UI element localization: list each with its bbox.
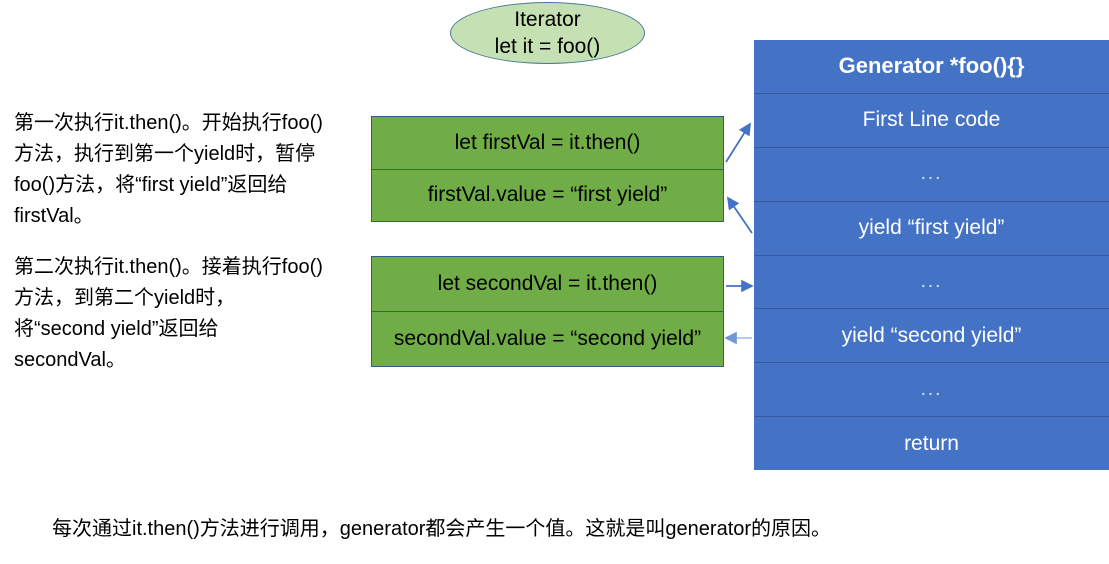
note-second-call: 第二次执行it.then()。接着执行foo()方法，到第二个yield时，将“… bbox=[14, 256, 323, 371]
generator-row-yield-second: yield “second yield” bbox=[754, 308, 1109, 362]
first-call-value: firstVal.value = “first yield” bbox=[372, 168, 723, 222]
second-call-value: secondVal.value = “second yield” bbox=[372, 311, 723, 366]
generator-row-first-line: First Line code bbox=[754, 92, 1109, 147]
arrow-first-yield-to-first-value bbox=[726, 196, 753, 234]
iterator-ellipse: Iterator let it = foo() bbox=[450, 2, 645, 64]
note-first-call: 第一次执行it.then()。开始执行foo()方法，执行到第一个yield时，… bbox=[14, 112, 323, 227]
second-call-block: let secondVal = it.then() secondVal.valu… bbox=[371, 256, 724, 367]
arrow-first-call-to-first-line bbox=[725, 122, 751, 163]
iterator-title: Iterator bbox=[514, 8, 581, 31]
generator-row-ellipsis-3: ... bbox=[754, 362, 1109, 416]
iterator-code: let it = foo() bbox=[494, 35, 601, 58]
first-call-block: let firstVal = it.then() firstVal.value … bbox=[371, 116, 724, 222]
generator-header: Generator *foo(){} bbox=[838, 53, 1025, 79]
second-call-statement: let secondVal = it.then() bbox=[437, 272, 658, 295]
generator-row-return: return bbox=[754, 416, 1109, 470]
bottom-caption: 每次通过it.then()方法进行调用，generator都会产生一个值。这就是… bbox=[52, 518, 832, 540]
first-call-statement: let firstVal = it.then() bbox=[454, 130, 641, 154]
generator-row-ellipsis-1: ... bbox=[754, 146, 1109, 201]
generator-row-yield-first: yield “first yield” bbox=[754, 200, 1109, 255]
generator-row-ellipsis-2: ... bbox=[754, 254, 1109, 309]
generator-box: Generator *foo(){} First Line code ... y… bbox=[754, 40, 1109, 470]
